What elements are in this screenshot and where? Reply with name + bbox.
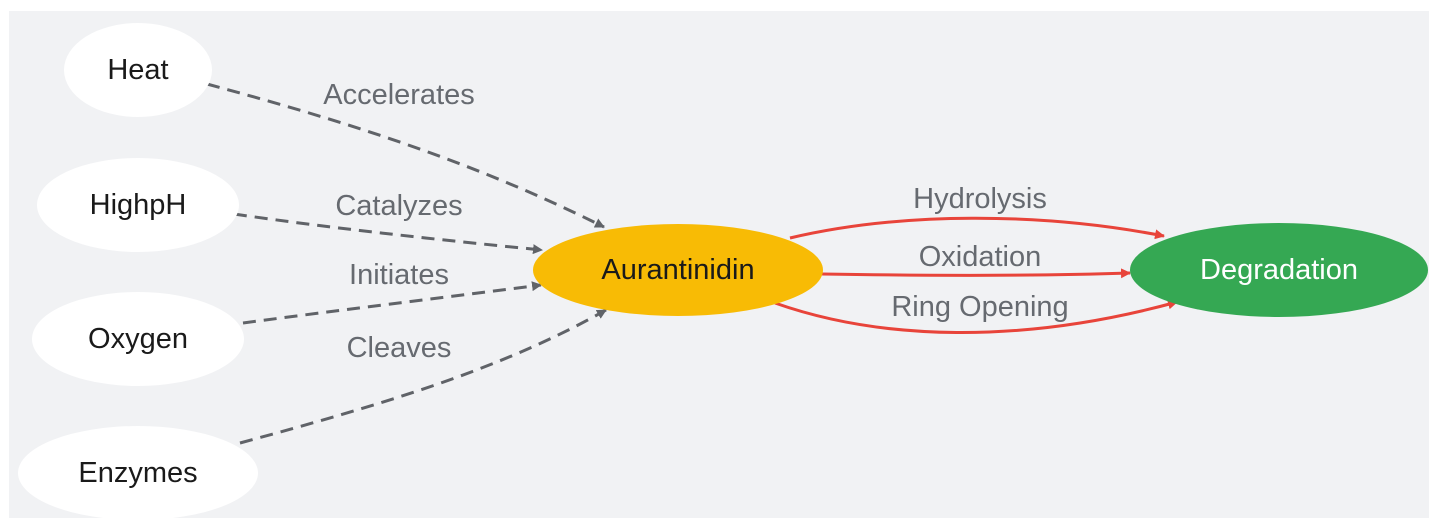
node-aurantinidin-label: Aurantinidin — [601, 254, 754, 286]
node-oxygen-label: Oxygen — [88, 323, 188, 355]
node-heat: Heat — [64, 23, 212, 117]
solid-edges — [774, 216, 1178, 335]
node-enzymes: Enzymes — [18, 426, 258, 518]
node-aurantinidin: Aurantinidin — [533, 224, 823, 316]
node-highph: HighpH — [37, 158, 239, 252]
edge-heat-to-aurantinidin — [206, 82, 605, 229]
edge-label-catalyzes: Catalyzes — [335, 190, 462, 222]
edge-aurantinidin-to-degradation-middle — [821, 268, 1131, 279]
edge-aurantinidin-to-degradation-top — [789, 216, 1165, 240]
node-heat-label: Heat — [107, 54, 168, 86]
edge-labels: Accelerates Catalyzes Initiates Cleaves … — [323, 79, 1068, 364]
edge-label-hydrolysis: Hydrolysis — [913, 183, 1047, 215]
edge-highph-to-aurantinidin — [233, 212, 543, 255]
edge-label-oxidation: Oxidation — [919, 241, 1042, 273]
edge-enzymes-to-aurantinidin — [239, 308, 607, 445]
edge-oxygen-to-aurantinidin — [242, 281, 542, 325]
edge-label-cleaves: Cleaves — [347, 332, 452, 364]
node-enzymes-label: Enzymes — [78, 457, 197, 489]
edge-label-initiates: Initiates — [349, 259, 449, 291]
edge-label-ring-opening: Ring Opening — [891, 291, 1068, 323]
dashed-edges — [206, 82, 607, 445]
edge-label-accelerates: Accelerates — [323, 79, 475, 111]
node-degradation-label: Degradation — [1200, 254, 1358, 286]
edge-aurantinidin-to-degradation-bottom — [774, 299, 1178, 335]
node-degradation: Degradation — [1130, 223, 1428, 317]
node-oxygen: Oxygen — [32, 292, 244, 386]
node-highph-label: HighpH — [90, 189, 187, 221]
